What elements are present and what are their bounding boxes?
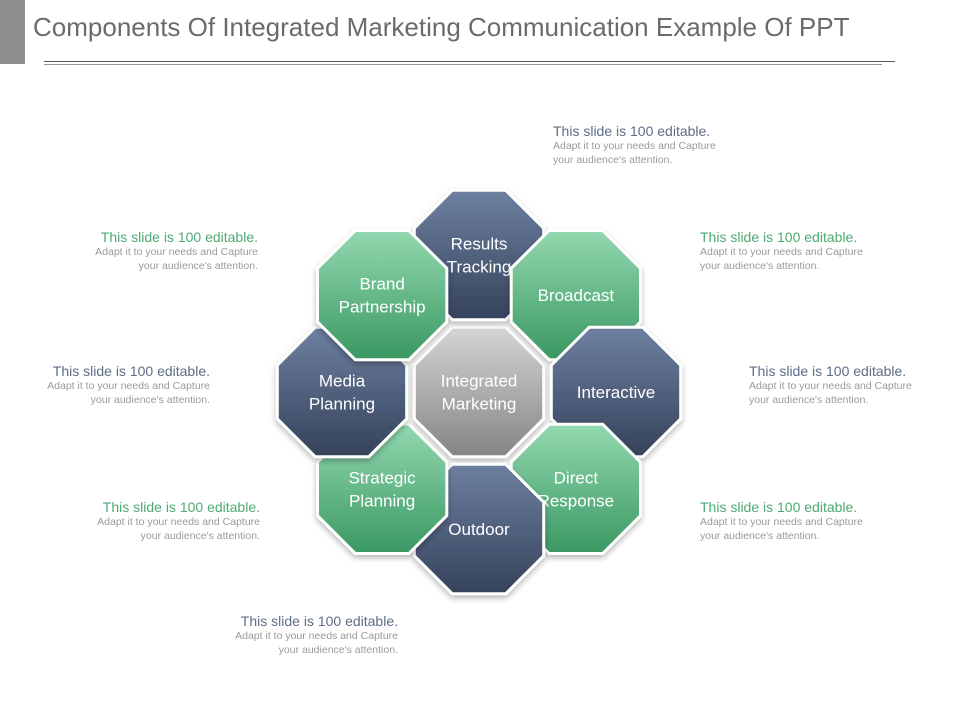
node-brand-partnership-label: Partnership [339, 298, 426, 317]
note-brand-partnership: This slide is 100 editable.Adapt it to y… [58, 229, 258, 273]
note-body-line: Adapt it to your needs and Capture [47, 380, 210, 392]
note-body-line: your audience's attention. [278, 644, 398, 656]
title-underline-secondary [44, 64, 882, 65]
title-underline [44, 61, 895, 62]
note-body-line: Adapt it to your needs and Capture [749, 380, 912, 392]
note-body-line: Adapt it to your needs and Capture [700, 246, 863, 258]
note-body-line: your audience's attention. [700, 260, 820, 272]
node-strategic-planning-label: Planning [349, 491, 415, 510]
note-heading: This slide is 100 editable. [240, 613, 398, 629]
center-node-integrated-marketing-label: Integrated [441, 372, 518, 391]
center-node-integrated-marketing-label: Marketing [442, 395, 517, 414]
note-body-line: your audience's attention. [700, 530, 820, 542]
note-direct-response: This slide is 100 editable.Adapt it to y… [700, 499, 900, 543]
note-body-line: Adapt it to your needs and Capture [700, 516, 863, 528]
note-strategic-planning: This slide is 100 editable.Adapt it to y… [60, 499, 260, 543]
node-results-tracking-label: Results [451, 235, 508, 254]
note-broadcast: This slide is 100 editable.Adapt it to y… [700, 229, 900, 273]
node-media-planning-label: Planning [309, 395, 375, 414]
note-heading: This slide is 100 editable. [100, 229, 258, 245]
node-media-planning-label: Media [319, 372, 366, 391]
slide-title: Components Of Integrated Marketing Commu… [33, 12, 850, 42]
note-body-line: your audience's attention. [90, 394, 210, 406]
note-media-planning: This slide is 100 editable.Adapt it to y… [10, 363, 210, 407]
center-node-integrated-marketing-shape [412, 325, 546, 459]
node-interactive-label: Interactive [577, 383, 655, 402]
node-direct-response-label: Direct [554, 468, 599, 487]
note-body-line: Adapt it to your needs and Capture [553, 140, 716, 152]
note-body-line: your audience's attention. [138, 260, 258, 272]
note-heading: This slide is 100 editable. [700, 499, 858, 515]
node-results-tracking-label: Tracking [447, 258, 512, 277]
note-body-line: your audience's attention. [140, 530, 260, 542]
note-heading: This slide is 100 editable. [102, 499, 260, 515]
node-outdoor-label: Outdoor [448, 520, 510, 539]
note-heading: This slide is 100 editable. [700, 229, 858, 245]
note-interactive: This slide is 100 editable.Adapt it to y… [749, 363, 949, 407]
node-brand-partnership-shape [316, 229, 449, 362]
note-outdoor: This slide is 100 editable.Adapt it to y… [198, 613, 398, 657]
note-heading: This slide is 100 editable. [553, 123, 711, 139]
node-brand-partnership-label: Brand [359, 275, 404, 294]
note-heading: This slide is 100 editable. [749, 363, 907, 379]
note-body-line: your audience's attention. [749, 394, 869, 406]
node-direct-response-label: Response [538, 491, 615, 510]
note-body-line: Adapt it to your needs and Capture [97, 516, 260, 528]
note-body-line: Adapt it to your needs and Capture [235, 630, 398, 642]
node-broadcast-label: Broadcast [538, 286, 615, 305]
note-heading: This slide is 100 editable. [52, 363, 210, 379]
node-strategic-planning-label: Strategic [349, 468, 417, 487]
note-body-line: your audience's attention. [553, 154, 673, 166]
note-body-line: Adapt it to your needs and Capture [95, 246, 258, 258]
note-results-tracking: This slide is 100 editable.Adapt it to y… [553, 123, 753, 167]
title-accent-bar [0, 0, 25, 64]
